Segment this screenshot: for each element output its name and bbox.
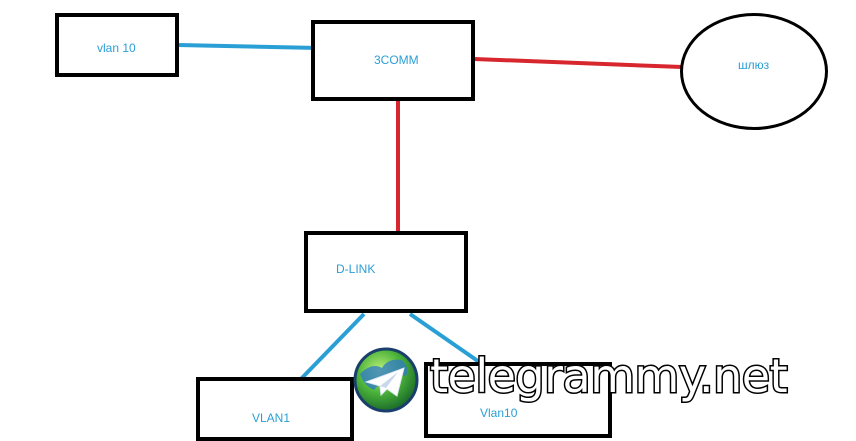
switch-dlink-node: D-LINK xyxy=(304,231,468,313)
vlan10-top-node: vlan 10 xyxy=(55,13,179,77)
gateway-node: шлюз xyxy=(680,13,828,130)
vlan10-bottom-node: Vlan10 xyxy=(424,362,612,438)
link-dlink-vlan10 xyxy=(408,312,487,368)
vlan1-bottom-label: VLAN1 xyxy=(252,411,291,425)
switch-3com-label: 3COMM xyxy=(374,53,419,67)
vlan10-bottom-label: Vlan10 xyxy=(480,406,518,420)
link-dlink-vlan1 xyxy=(297,312,366,383)
link-3com-gateway xyxy=(473,57,683,69)
telegram-globe-icon xyxy=(353,347,419,413)
watermark: telegrammy.net xyxy=(352,346,842,414)
switch-3com-node: 3COMM xyxy=(311,20,475,101)
watermark-text: telegrammy.net xyxy=(428,348,789,405)
vlan10-top-label: vlan 10 xyxy=(97,41,136,55)
switch-dlink-label: D-LINK xyxy=(336,262,376,276)
link-vlan10-3com xyxy=(177,43,319,50)
vlan1-bottom-node: VLAN1 xyxy=(196,377,354,441)
gateway-label: шлюз xyxy=(738,58,770,72)
